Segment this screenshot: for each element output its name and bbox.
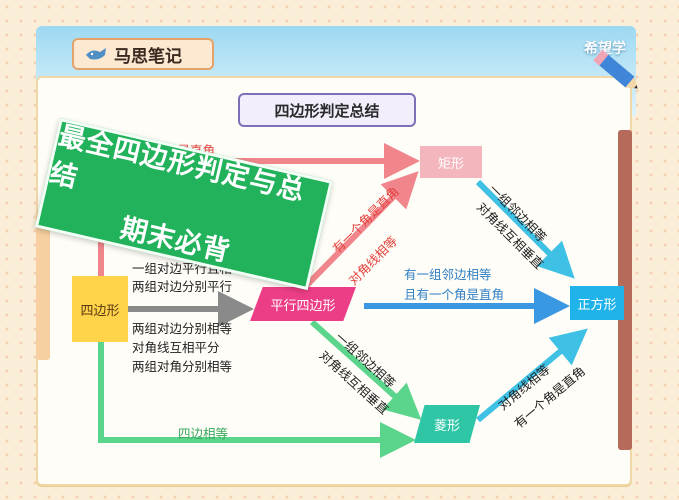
node-square: 正方形: [570, 286, 624, 320]
tag-label: 马思笔记: [114, 46, 182, 67]
node-rhombus: 菱形: [414, 405, 480, 443]
diagram-title: 四边形判定总结: [274, 101, 380, 120]
node-rectangle: 矩形: [420, 146, 482, 178]
pencil-icon: [593, 49, 638, 89]
label-quad-to-para-5: 两组对角分别相等: [132, 359, 233, 374]
arrow-quad-to-rhombus: [98, 342, 416, 458]
label-quad-to-rhombus: 四边相等: [178, 426, 229, 441]
arrow-rect-to-square: [475, 179, 575, 279]
label-quad-to-para-4: 对角线互相平分: [132, 340, 220, 355]
label-para-to-square-1: 有一组邻边相等: [404, 267, 492, 282]
right-decor-strip: [618, 130, 632, 450]
arrow-para-to-rect: [303, 171, 419, 289]
arrow-rhombus-to-square: [476, 328, 588, 423]
node-parallelogram: 平行四边形: [250, 287, 356, 321]
left-decor-strip: [36, 214, 50, 360]
note-tag: 马思笔记: [72, 38, 214, 70]
arrow-para-to-rhombus: [309, 319, 422, 421]
label-quad-to-para-3: 两组对边分别相等: [132, 321, 233, 336]
label-quad-to-para-2: 两组对边分别平行: [132, 279, 233, 294]
brand-logo: 希望学: [584, 41, 626, 57]
node-quadrilateral: 四边形: [72, 276, 128, 342]
label-para-to-square-2: 且有一个角是直角: [404, 287, 505, 302]
diagram-title-box: 四边形判定总结: [238, 93, 416, 127]
whale-icon: [86, 48, 106, 60]
